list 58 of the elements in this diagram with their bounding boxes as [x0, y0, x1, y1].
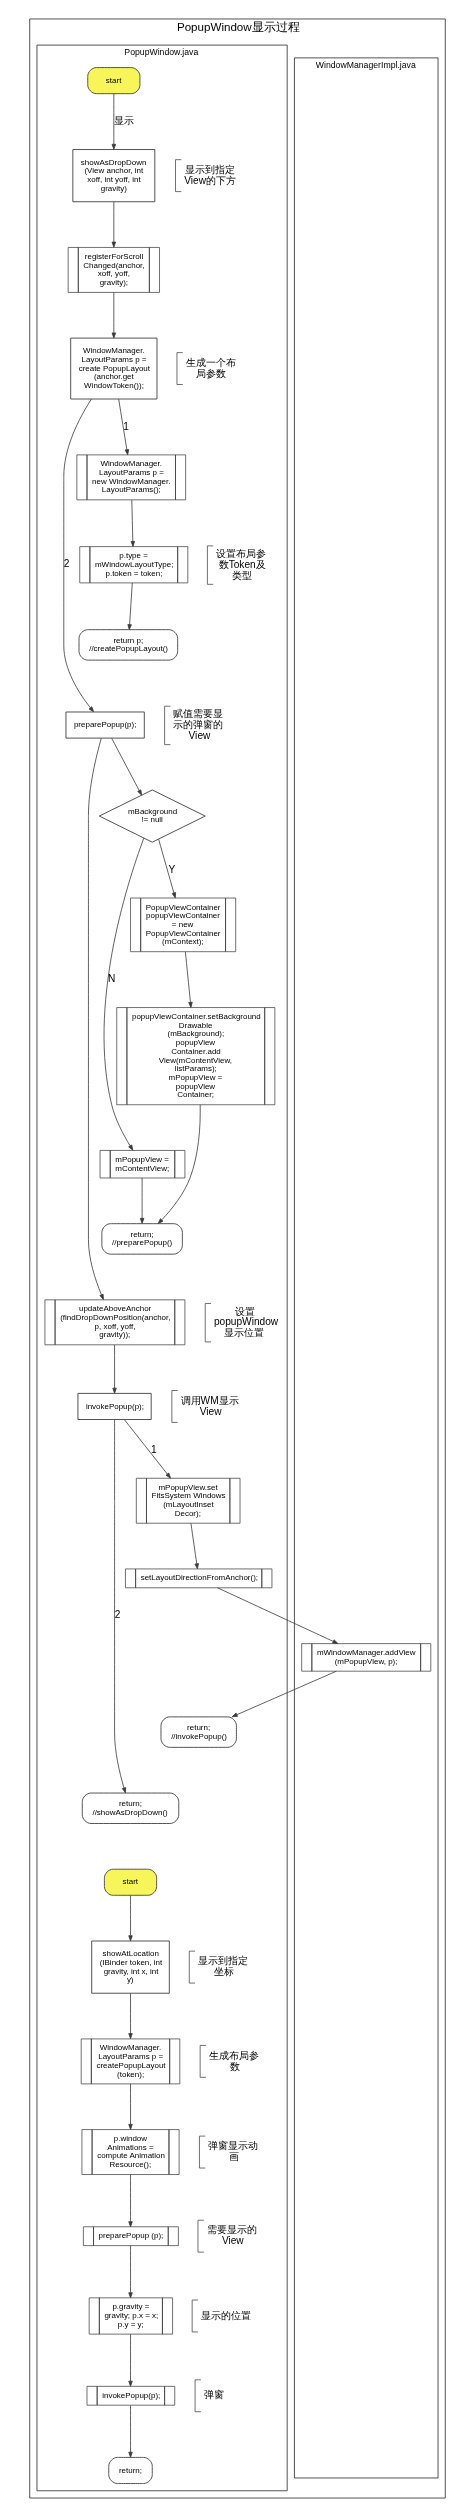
arrow	[103, 837, 144, 1151]
arrow	[127, 2245, 133, 2299]
arrow	[111, 292, 116, 339]
node-label: 显示的位置	[200, 2309, 251, 2321]
arrow	[190, 1522, 199, 1570]
node-label: 弹窗显示动画	[207, 2140, 258, 2163]
arrow	[127, 2083, 133, 2130]
node-box: preparePopup(p);	[65, 711, 145, 739]
arrow	[184, 951, 193, 1008]
edge-label: 2	[114, 1609, 120, 1621]
arrow	[127, 2174, 133, 2228]
node-label: 赋值需要显示的弹窗的View	[172, 708, 223, 741]
edge-label: Y	[167, 863, 175, 875]
arrow	[117, 398, 129, 456]
arrow	[139, 1177, 144, 1224]
arrow	[110, 737, 142, 796]
arrow	[126, 582, 133, 631]
edge-label: 显示	[113, 115, 134, 127]
node-box: return; //preparePopup()	[100, 1223, 183, 1255]
arrow	[216, 1587, 338, 1644]
arrow	[111, 93, 116, 150]
node-label: 生成布局参数	[208, 2049, 259, 2072]
node-label: 设置布局参数Token及类型	[215, 547, 266, 581]
arrow	[231, 1670, 337, 1718]
node-label: 显示到指定View的下方	[183, 163, 236, 186]
node-label: 生成一个布局参数	[185, 356, 236, 379]
node-box: WindowManager. LayoutParams p = create PopupLayout (anchor.get WindowToken());	[69, 337, 157, 400]
arrow	[127, 1895, 133, 1942]
node-box: showAtLocation (IBinder token, int gravity, int x, int y)	[90, 1940, 170, 1994]
node-label: 需要显示的View	[206, 2224, 257, 2247]
arrow	[111, 201, 116, 248]
node-label: 调用WM显示View	[180, 1394, 239, 1417]
edge-label: 1	[122, 420, 129, 432]
node-label: 设置popupWindow显示位置	[213, 1305, 278, 1339]
arrow	[87, 738, 104, 1300]
edge-label: 1	[150, 1444, 157, 1456]
arrow	[127, 2405, 133, 2458]
arrow	[127, 2333, 133, 2387]
node-box: return;	[107, 2456, 153, 2484]
node-box: showAsDropDown (View anchor, int xoff, int yoff, int gravity)	[71, 149, 155, 203]
node-box: invokePopup(p);	[77, 1392, 152, 1420]
node-box: return p; //createPopupLayout()	[78, 629, 178, 661]
arrow	[123, 1419, 171, 1479]
node-box: return; //invokePopup()	[160, 1716, 237, 1748]
node-label: 弹窗	[203, 2389, 224, 2401]
node-box: return; //showAsDropDown()	[81, 1792, 179, 1824]
edge-label: 2	[63, 558, 70, 570]
node-box: start	[103, 1868, 157, 1896]
node-label: 显示到指定坐标	[197, 1955, 248, 1978]
arrow	[157, 1104, 201, 1224]
arrow	[111, 1344, 117, 1394]
arrow	[62, 398, 94, 713]
arrow	[157, 838, 176, 899]
edge-label: N	[107, 973, 115, 985]
arrow	[130, 499, 135, 547]
arrow	[127, 1993, 133, 2039]
arrow	[113, 1419, 126, 1794]
node-box: start	[86, 67, 140, 95]
